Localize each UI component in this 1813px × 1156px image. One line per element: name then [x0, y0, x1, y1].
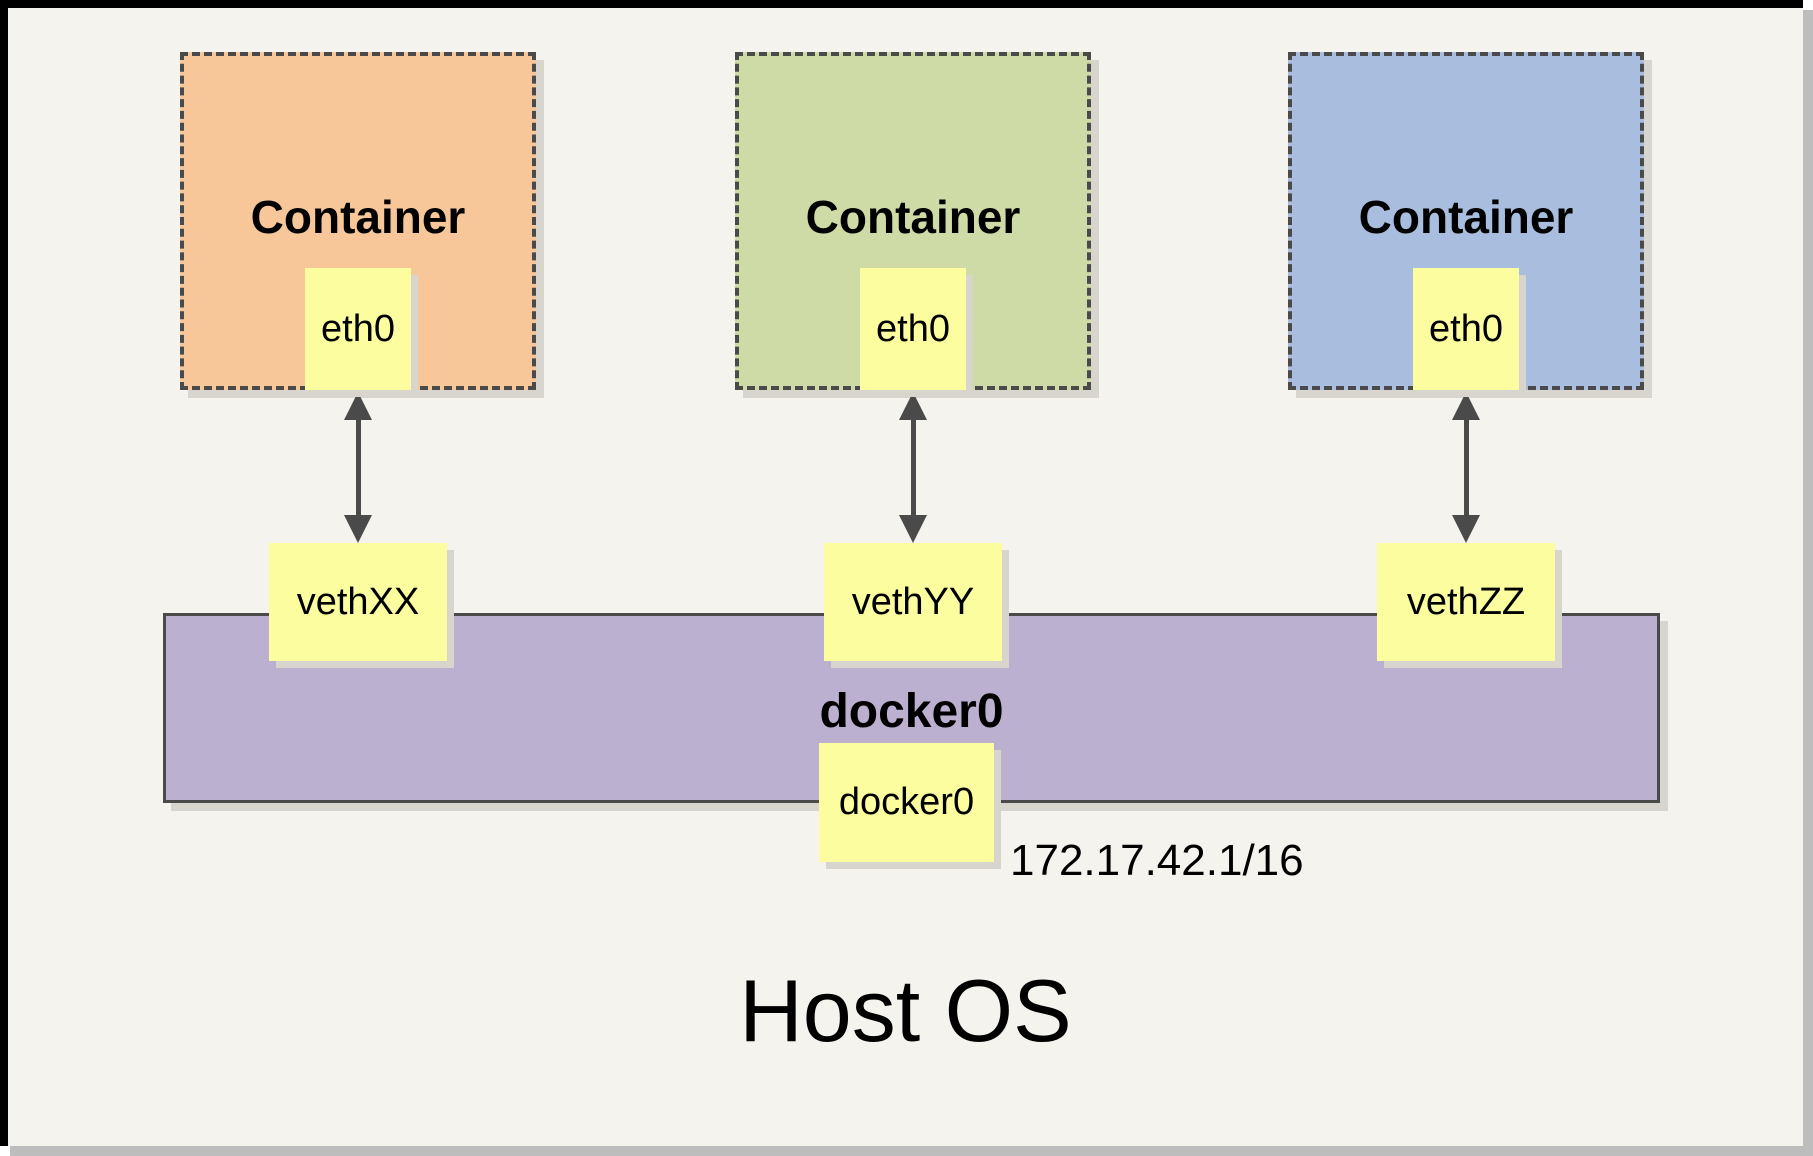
double-arrow-icon-2 — [899, 392, 927, 543]
eth0-label-2: eth0 — [876, 307, 950, 350]
arrow-shaft — [355, 416, 361, 519]
arrowhead-down-icon — [899, 515, 927, 543]
vethzz-label: vethZZ — [1406, 580, 1526, 623]
arrow-shaft — [910, 416, 916, 519]
eth0-box-1: eth0 — [305, 268, 411, 390]
docker0-interface-box: docker0 — [819, 743, 994, 862]
vethzz-box: vethZZ — [1377, 543, 1555, 661]
container-title-2: Container — [805, 191, 1021, 243]
eth0-label-1: eth0 — [321, 307, 395, 350]
host-os-label: Host OS — [739, 961, 1072, 1060]
docker0-ip-label: 172.17.42.1/16 — [1010, 836, 1304, 885]
docker0-interface-label: docker0 — [838, 781, 975, 823]
double-arrow-icon-1 — [344, 392, 372, 543]
vethxx-label: vethXX — [296, 580, 420, 623]
container-box-3: Container eth0 — [1288, 52, 1644, 390]
arrowhead-up-icon — [1452, 392, 1480, 420]
arrow-shaft — [1463, 416, 1469, 519]
eth0-box-2: eth0 — [860, 268, 966, 390]
container-box-2: Container eth0 — [735, 52, 1091, 390]
arrowhead-up-icon — [344, 392, 372, 420]
container-title-1: Container — [250, 191, 466, 243]
vethyy-box: vethYY — [824, 543, 1002, 661]
vethyy-label: vethYY — [851, 580, 975, 623]
double-arrow-icon-3 — [1452, 392, 1480, 543]
eth0-label-3: eth0 — [1429, 307, 1503, 350]
arrowhead-down-icon — [1452, 515, 1480, 543]
vethxx-box: vethXX — [269, 543, 447, 661]
docker0-bridge-label: docker0 — [819, 685, 1004, 738]
container-box-1: Container eth0 — [180, 52, 536, 390]
container-title-3: Container — [1358, 191, 1574, 243]
arrowhead-up-icon — [899, 392, 927, 420]
arrowhead-down-icon — [344, 515, 372, 543]
eth0-box-3: eth0 — [1413, 268, 1519, 390]
